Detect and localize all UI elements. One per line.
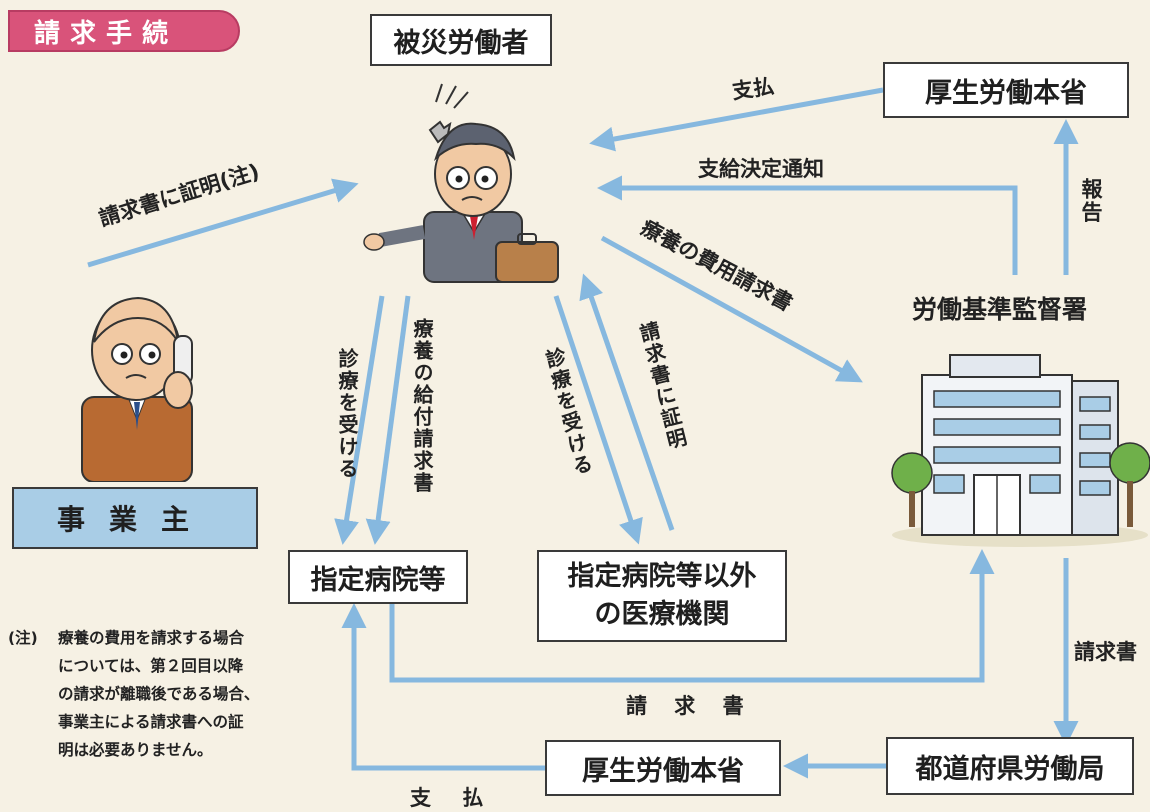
- edge-label-treatment-designated: 診療を受ける: [335, 348, 359, 480]
- arrow-hospital-to-office: [389, 549, 995, 683]
- footnote-line: 明は必要ありません。: [58, 741, 213, 759]
- arrow-ministry-to-hospital: [341, 603, 545, 771]
- arrow-employer-to-worker: [87, 178, 359, 268]
- edge-label-hospital-claim: 請 求 書: [626, 694, 754, 718]
- arrow-ministry-to-worker: [589, 87, 884, 152]
- edge-label-office-claim: 請求書: [1074, 640, 1137, 664]
- arrow-worker-to-hospital-claim: [365, 295, 411, 545]
- labor-office-building-illustration: [891, 354, 1150, 547]
- edge-label-report: 報告: [1079, 178, 1103, 224]
- arrow-other-to-worker-certify: [579, 273, 675, 531]
- designated-hospital-box: 指定病院等: [288, 550, 468, 604]
- footnote-line: の請求が離職後である場合、: [58, 685, 260, 703]
- injured-worker-illustration: [363, 83, 559, 283]
- edge-label-ministry-payment: 支払: [730, 74, 776, 104]
- other-medical-line1: 指定病院等以外: [567, 561, 757, 592]
- employer-box: 事業主: [12, 487, 258, 549]
- injured-worker-box: 被災労働者: [370, 14, 552, 66]
- footnote-line: 事業主による請求書への証: [58, 713, 244, 731]
- edge-label-payment-bottom: 支 払: [410, 786, 496, 810]
- footnote-line: 療養の費用を請求する場合: [58, 629, 245, 647]
- edge-label-benefit-claim: 療養の給付請求書: [410, 318, 434, 494]
- footnote: (注) 療養の費用を請求する場合 については、第２回目以降 の請求が離職後である…: [8, 624, 328, 764]
- ministry-bottom-box: 厚生労働本省: [545, 740, 781, 796]
- arrow-worker-to-hospital-treatment: [334, 295, 385, 545]
- other-medical-line2: の医療機関: [594, 599, 730, 630]
- other-medical-box: 指定病院等以外 の医療機関: [537, 550, 787, 642]
- edge-label-decision-notice: 支給決定通知: [698, 157, 824, 181]
- arrow-worker-to-other-treatment: [553, 295, 643, 545]
- labor-office-label: 労働基準監督署: [912, 295, 1088, 324]
- section-title: 請求手続: [8, 10, 240, 52]
- footnote-line: については、第２回目以降: [58, 657, 244, 675]
- employer-illustration: [81, 296, 193, 482]
- arrow-worker-to-office: [600, 235, 863, 383]
- ministry-top-box: 厚生労働本省: [883, 62, 1129, 118]
- footnote-mark: (注): [8, 629, 38, 647]
- prefectural-bureau-box: 都道府県労働局: [886, 737, 1134, 795]
- arrow-office-to-worker: [597, 175, 1018, 275]
